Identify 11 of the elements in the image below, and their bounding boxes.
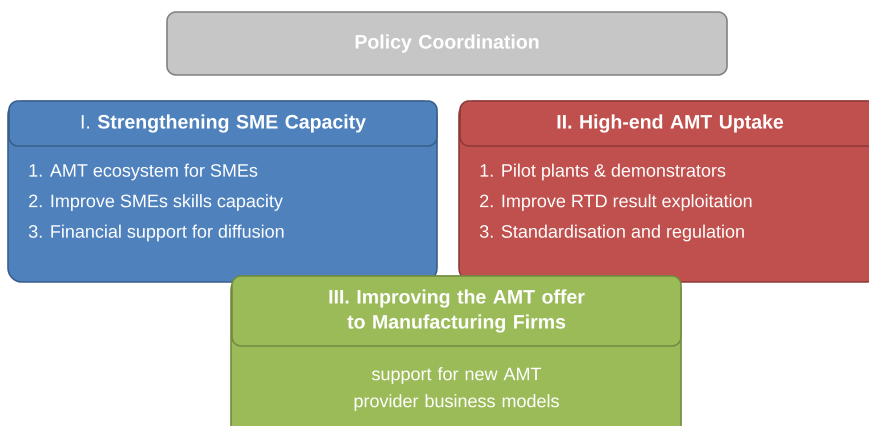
list-item: 3. Financial support for diffusion xyxy=(28,224,284,242)
list-item: 1. AMT ecosystem for SMEs xyxy=(30,164,258,180)
list-item: 3. Standardisation and regulation xyxy=(480,224,744,242)
heading-bar: Policy Coordination xyxy=(166,11,728,76)
heading-bar: III. Improving the AMT offer to Manufacturing Firms xyxy=(231,275,682,347)
list-item: 2. Improve SMEs skills capacity xyxy=(29,194,283,211)
body-text: support for new AMT provider business models xyxy=(354,367,559,411)
list-item: 1. Pilot plants & demonstrators xyxy=(480,164,726,180)
list-item: 2. Improve RTD result exploitation xyxy=(480,194,752,211)
heading-bar: I. Strengthening SME Capacity xyxy=(8,100,438,147)
heading-bar: II. High-end AMT Uptake xyxy=(459,100,869,147)
